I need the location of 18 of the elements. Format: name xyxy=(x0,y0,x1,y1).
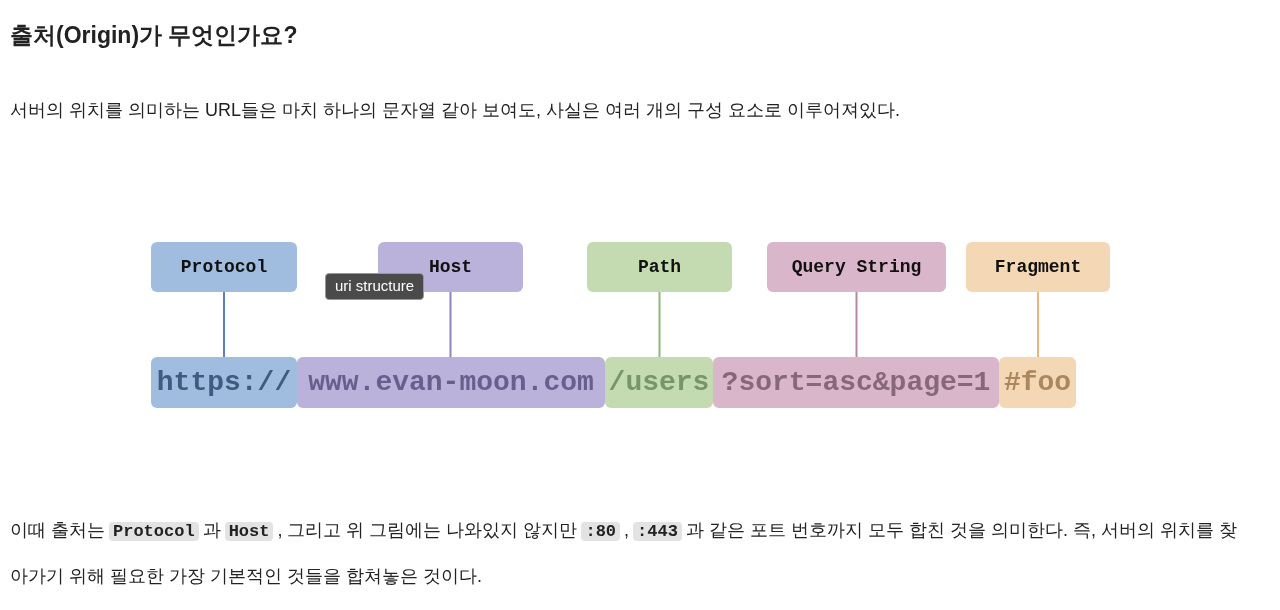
label-box: Protocol xyxy=(151,242,297,292)
paragraph: 이때 출처는 Protocol 과 Host , 그리고 위 그림에는 나와있지 않지만 :80 , :443 과 같은 포트 번호까지 모두 합친 것을 의미한다. 즉, 서버의 위치를 찾아가기 위해 필요한 가장 기본적인 것들을 합쳐놓은 것이다. xyxy=(10,519,1238,588)
url-segment: /users xyxy=(605,357,713,408)
url-segment: ?sort=asc&page=1 xyxy=(713,357,999,408)
label-box: Fragment xyxy=(966,242,1110,292)
url-segment: https:// xyxy=(151,357,297,408)
connector-line xyxy=(855,291,858,358)
label-box: Path xyxy=(587,242,732,292)
connector-line xyxy=(449,291,452,358)
heading: 출처(Origin)가 무엇인가요? xyxy=(10,21,298,50)
connector-line xyxy=(223,291,225,358)
url-segment: #foo xyxy=(999,357,1076,408)
url-segment: www.evan-moon.com xyxy=(297,357,605,408)
paragraph: 서버의 위치를 의미하는 URL들은 마치 하나의 문자열 같아 보여도, 사실은 여러 개의 구성 요소로 이루어져있다. xyxy=(10,99,902,122)
connector-line xyxy=(1037,291,1039,358)
tooltip: uri structure xyxy=(325,273,425,300)
label-box: Query String xyxy=(767,242,946,292)
connector-line xyxy=(658,291,661,358)
